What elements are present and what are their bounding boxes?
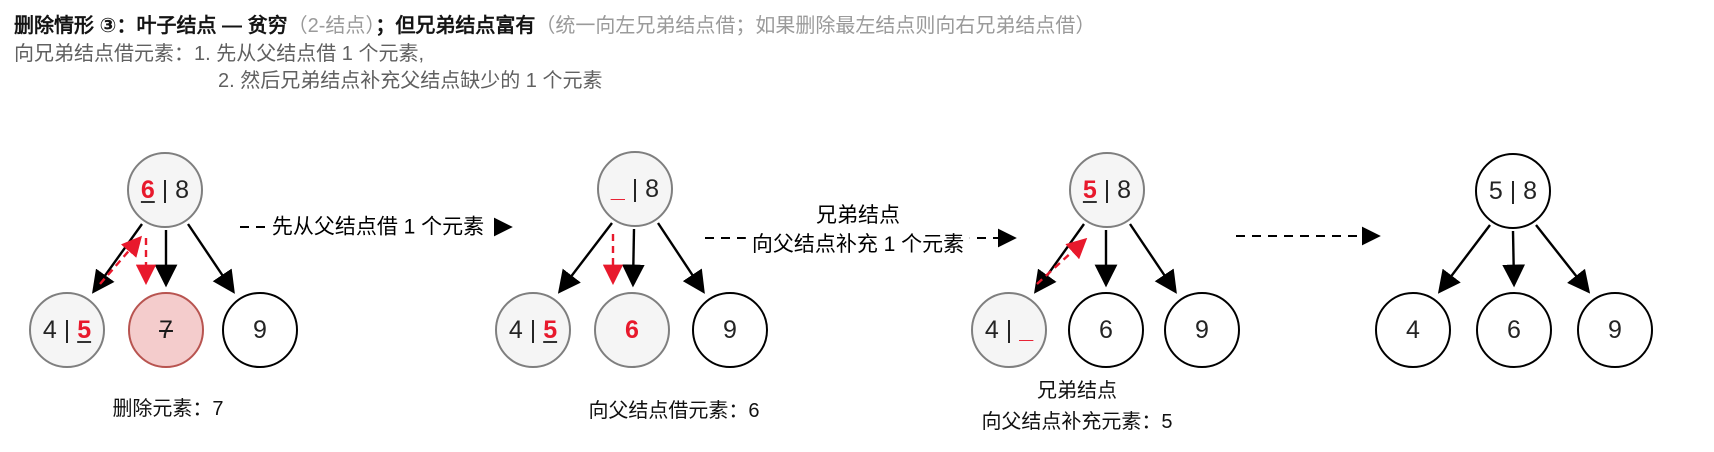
tree4-right-node: 9 — [1577, 292, 1653, 368]
tree1-right-node: 9 — [222, 292, 298, 368]
key-text: | 8 — [1096, 175, 1132, 204]
tree1-borrow-up-arrow — [99, 235, 143, 285]
highlight-key: 5 — [77, 315, 92, 344]
key-text: | 8 — [154, 175, 190, 204]
node-label: 6 | 8 — [141, 176, 189, 205]
tree4-edge-mid — [1502, 230, 1526, 288]
tree2-right-node: 9 — [692, 292, 768, 368]
highlight-key: 6 — [625, 315, 639, 344]
tree3-edge-left — [1034, 223, 1085, 294]
tree2-edge-left — [557, 222, 613, 294]
tree4-root-node: 5 | 8 — [1475, 153, 1551, 229]
tree2-mid-node: 6 — [594, 292, 670, 368]
node-label: 4 | 5 — [509, 316, 557, 345]
tree4-left-node: 4 — [1375, 292, 1451, 368]
title-line: 删除情形 ③：叶子结点 — 贫穷（2-结点）；但兄弟结点富有（统一向左兄弟结点借… — [14, 12, 1095, 41]
tree1-root-node: 6 | 8 — [127, 152, 203, 228]
tree3-left-node: 4 | _ — [971, 292, 1047, 368]
subtitle-line-2: 2. 然后兄弟结点补充父结点缺少的 1 个元素 — [218, 70, 603, 92]
title-bold-1: 删除情形 ③：叶子结点 — 贫穷 — [14, 15, 288, 37]
tree3-caption-line1: 兄弟结点 — [1037, 380, 1117, 402]
tree3-right-node: 9 — [1164, 292, 1240, 368]
highlight-key: 5 — [543, 315, 558, 344]
highlight-key: 6 — [140, 175, 155, 204]
subtitle-line-1: 向兄弟结点借元素：1. 先从父结点借 1 个元素, — [14, 43, 425, 65]
tree1-edge-left — [92, 223, 143, 294]
flow-label-step2-line2: 向父结点补充 1 个元素 — [751, 233, 965, 256]
key-text: 6 — [1507, 315, 1521, 344]
title-gray-1: （2-结点） — [287, 15, 376, 37]
title-gray-2: （统一向左兄弟结点借；如果删除最左结点则向右兄弟结点借） — [535, 15, 1096, 37]
tree1-caption: 删除元素：7 — [112, 398, 224, 420]
key-text: 4 — [1406, 315, 1420, 344]
tree4-mid-node: 6 — [1476, 292, 1552, 368]
flow-label-step2-line1: 兄弟结点 — [815, 204, 900, 227]
tree4-edge-left — [1437, 224, 1491, 294]
highlight-key: _ — [610, 174, 625, 203]
node-label: 4 | 5 — [43, 316, 91, 345]
tree2-edge-right — [656, 222, 705, 294]
tree2-root-node: _ | 8 — [597, 151, 673, 227]
flow-label-step1: 先从父结点借 1 个元素 — [265, 212, 491, 242]
flow-label-step2: 兄弟结点 向父结点补充 1 个元素 — [745, 201, 971, 259]
tree3-borrow-up-arrow — [1036, 237, 1088, 285]
tree1-deleted-node: 7 — [128, 292, 204, 368]
tree3-root-node: 5 | 8 — [1069, 152, 1145, 228]
tree2-edge-mid — [621, 228, 645, 288]
node-label: 4 | _ — [985, 316, 1033, 345]
tree3-mid-node: 6 — [1068, 292, 1144, 368]
tree2-caption: 向父结点借元素：6 — [588, 400, 760, 422]
key-text: 9 — [1608, 315, 1622, 344]
deleted-key: 7 — [159, 315, 173, 344]
key-text: 9 — [723, 315, 737, 344]
tree1-edge-right — [187, 223, 235, 294]
tree3-edge-right — [1129, 223, 1177, 294]
header-block: 删除情形 ③：叶子结点 — 贫穷（2-结点）；但兄弟结点富有（统一向左兄弟结点借… — [14, 12, 1095, 95]
key-text: 6 — [1099, 315, 1113, 344]
key-text: 5 | 8 — [1488, 176, 1538, 205]
node-label: _ | 8 — [611, 175, 659, 204]
tree1-left-node: 4 | 5 — [29, 292, 105, 368]
key-text: 4 | — [508, 315, 544, 344]
node-label: 5 | 8 — [1083, 176, 1131, 205]
key-text: | 8 — [624, 174, 660, 203]
highlight-key: _ — [1019, 315, 1034, 344]
tree2-left-node: 4 | 5 — [495, 292, 571, 368]
key-text: 9 — [253, 315, 267, 344]
key-text: 4 | — [984, 315, 1020, 344]
highlight-key: 5 — [1082, 175, 1097, 204]
title-bold-2: ；但兄弟结点富有 — [375, 15, 536, 37]
key-text: 9 — [1195, 315, 1209, 344]
tree3-caption-line2: 向父结点补充元素：5 — [981, 411, 1173, 433]
tree3-caption: 兄弟结点 向父结点补充元素：5 — [981, 376, 1172, 438]
key-text: 4 | — [42, 315, 78, 344]
tree4-edge-right — [1535, 224, 1591, 294]
